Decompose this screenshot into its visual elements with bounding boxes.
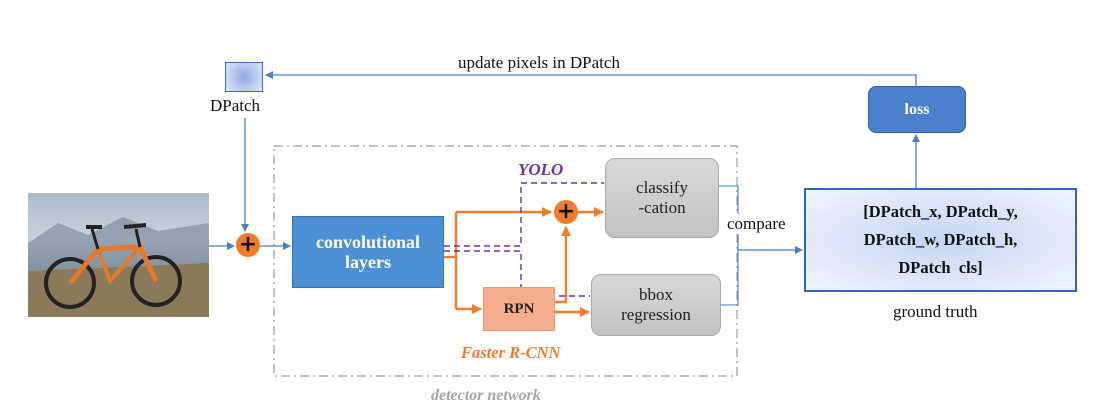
input-image <box>28 193 209 317</box>
ground-truth-box: [DPatch_x, DPatch_y, DPatch_w, DPatch_h,… <box>804 188 1077 292</box>
loss-box: loss <box>868 86 966 133</box>
gt-line1: [DPatch_x, DPatch_y, <box>863 202 1018 221</box>
detector-network-label: detector network <box>431 387 541 404</box>
plus-icon: + <box>554 200 578 224</box>
line-bbox-out <box>721 250 739 306</box>
classify-line1: classify <box>636 178 688 197</box>
arrow-rpn-to-sum2 <box>555 226 571 304</box>
classify-line2: -cation <box>638 198 686 217</box>
loss-label: loss <box>904 100 930 118</box>
yolo-path-classify <box>444 182 604 247</box>
gt-line2: DPatch_w, DPatch_h, <box>863 230 1018 249</box>
bicycle-icon <box>28 217 209 317</box>
ground-truth-label: ground truth <box>893 302 978 321</box>
plus-icon: + <box>236 233 260 257</box>
conv-label-line2: layers <box>345 252 391 272</box>
convolutional-layers-box: convolutional layers <box>292 216 444 288</box>
update-pixels-label: update pixels in DPatch <box>458 53 620 72</box>
dpatch-label: DPatch <box>210 96 261 115</box>
bbox-regression-box: bbox regression <box>591 274 721 336</box>
arrow-loss-feedback <box>265 71 917 86</box>
rpn-label: RPN <box>503 300 535 317</box>
bbox-line1: bbox <box>639 285 673 304</box>
classification-box: classify -cation <box>605 158 719 238</box>
faster-rcnn-label: Faster R-CNN <box>461 343 561 362</box>
gt-line3: DPatch cls] <box>898 258 983 277</box>
compare-label: compare <box>725 214 788 234</box>
yolo-label: YOLO <box>518 160 564 179</box>
conv-label-line1: convolutional <box>315 232 421 252</box>
rpn-box: RPN <box>483 287 555 331</box>
detector-network-frame <box>273 145 738 377</box>
dpatch-swatch <box>225 62 263 92</box>
bbox-line2: regression <box>621 305 691 324</box>
